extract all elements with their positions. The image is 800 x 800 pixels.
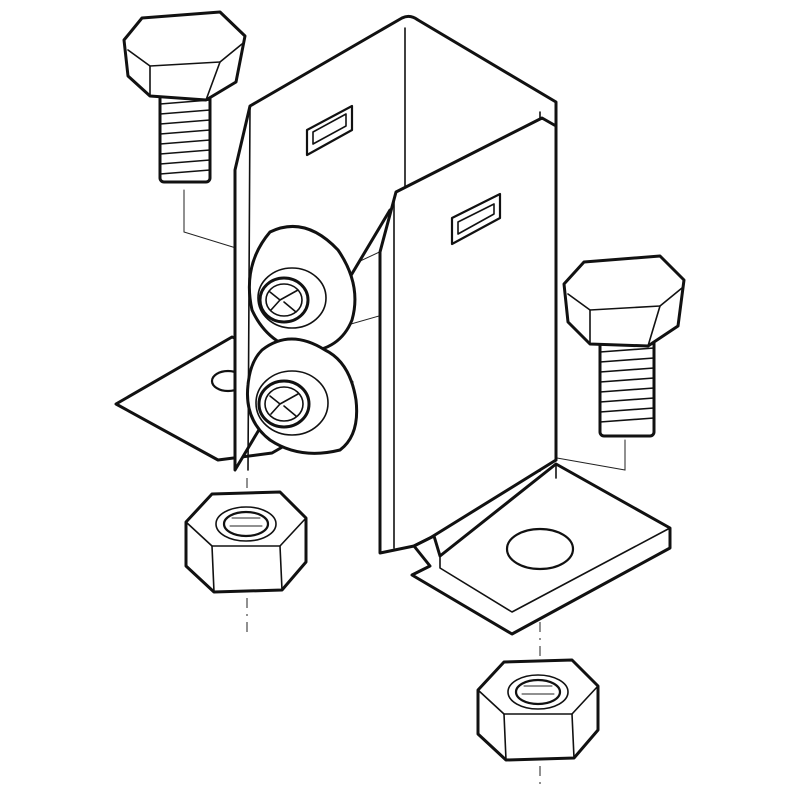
bolt-threads-left xyxy=(158,90,212,184)
front-wall-slot xyxy=(450,192,502,246)
upper-washer-screw xyxy=(247,224,357,354)
lower-washer-screw xyxy=(245,337,359,455)
hex-nut-right xyxy=(476,658,600,762)
bracket-front-wall xyxy=(378,116,558,555)
right-foot-plate xyxy=(410,462,672,636)
back-wall-slot xyxy=(305,104,354,157)
hex-bolt-right xyxy=(562,254,686,438)
bolt-threads-right xyxy=(598,336,656,438)
hex-nut-left xyxy=(184,490,308,594)
phillips-screw-lower xyxy=(257,379,311,429)
phillips-screw-upper xyxy=(258,276,310,324)
hex-bolt-left xyxy=(122,10,247,184)
